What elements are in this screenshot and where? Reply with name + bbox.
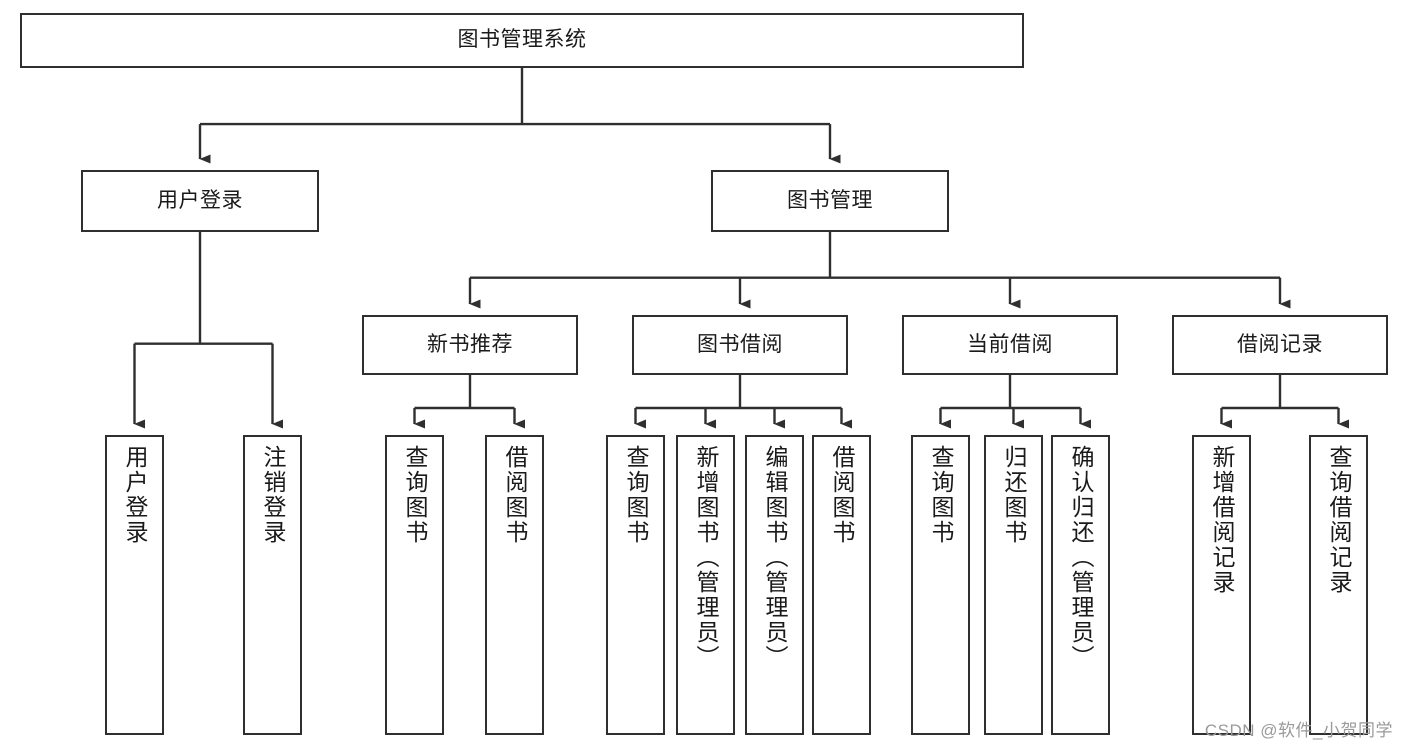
- node-label: 确认归还（管理员）: [1068, 445, 1094, 670]
- node-leaf-borrow-book-2[interactable]: 借阅图书: [812, 435, 871, 735]
- node-label: 新增借阅记录: [1209, 445, 1235, 595]
- node-label: 图书借阅: [697, 332, 783, 356]
- node-label: 借阅图书: [829, 445, 855, 545]
- node-leaf-query-book-1[interactable]: 查询图书: [385, 435, 444, 735]
- node-book-manage[interactable]: 图书管理: [711, 170, 949, 232]
- node-leaf-query-book-3[interactable]: 查询图书: [911, 435, 970, 735]
- node-label: 注销登录: [260, 445, 286, 545]
- node-label: 图书管理系统: [457, 28, 587, 52]
- node-label: 新增图书（管理员）: [693, 445, 719, 670]
- node-label: 归还图书: [1001, 445, 1027, 545]
- node-leaf-user-login[interactable]: 用户登录: [105, 435, 164, 735]
- node-label: 查询图书: [402, 445, 428, 545]
- node-new-book-rec[interactable]: 新书推荐: [362, 315, 578, 375]
- node-label: 借阅记录: [1237, 332, 1323, 356]
- node-leaf-add-record[interactable]: 新增借阅记录: [1192, 435, 1251, 735]
- node-label: 用户登录: [122, 445, 148, 545]
- node-label: 用户登录: [157, 188, 243, 212]
- node-label: 新书推荐: [427, 332, 513, 356]
- node-leaf-add-book[interactable]: 新增图书（管理员）: [676, 435, 735, 735]
- node-label: 图书管理: [787, 188, 873, 212]
- node-label: 编辑图书（管理员）: [762, 445, 788, 670]
- node-leaf-query-record[interactable]: 查询借阅记录: [1309, 435, 1368, 735]
- watermark-text: CSDN @软件_小贺同学: [1204, 721, 1393, 740]
- node-label: 查询借阅记录: [1326, 445, 1352, 595]
- node-label: 查询图书: [928, 445, 954, 545]
- node-leaf-query-book-2[interactable]: 查询图书: [606, 435, 665, 735]
- node-leaf-logout[interactable]: 注销登录: [243, 435, 302, 735]
- node-book-borrow[interactable]: 图书借阅: [632, 315, 848, 375]
- node-leaf-return-book[interactable]: 归还图书: [984, 435, 1043, 735]
- node-borrow-record[interactable]: 借阅记录: [1172, 315, 1388, 375]
- node-label: 查询图书: [623, 445, 649, 545]
- node-label: 借阅图书: [502, 445, 528, 545]
- node-current-borrow[interactable]: 当前借阅: [902, 315, 1118, 375]
- node-user-login[interactable]: 用户登录: [81, 170, 319, 232]
- node-root[interactable]: 图书管理系统: [20, 13, 1024, 68]
- node-leaf-borrow-book-1[interactable]: 借阅图书: [485, 435, 544, 735]
- node-label: 当前借阅: [967, 332, 1053, 356]
- node-leaf-edit-book[interactable]: 编辑图书（管理员）: [745, 435, 804, 735]
- node-leaf-confirm-return[interactable]: 确认归还（管理员）: [1051, 435, 1110, 735]
